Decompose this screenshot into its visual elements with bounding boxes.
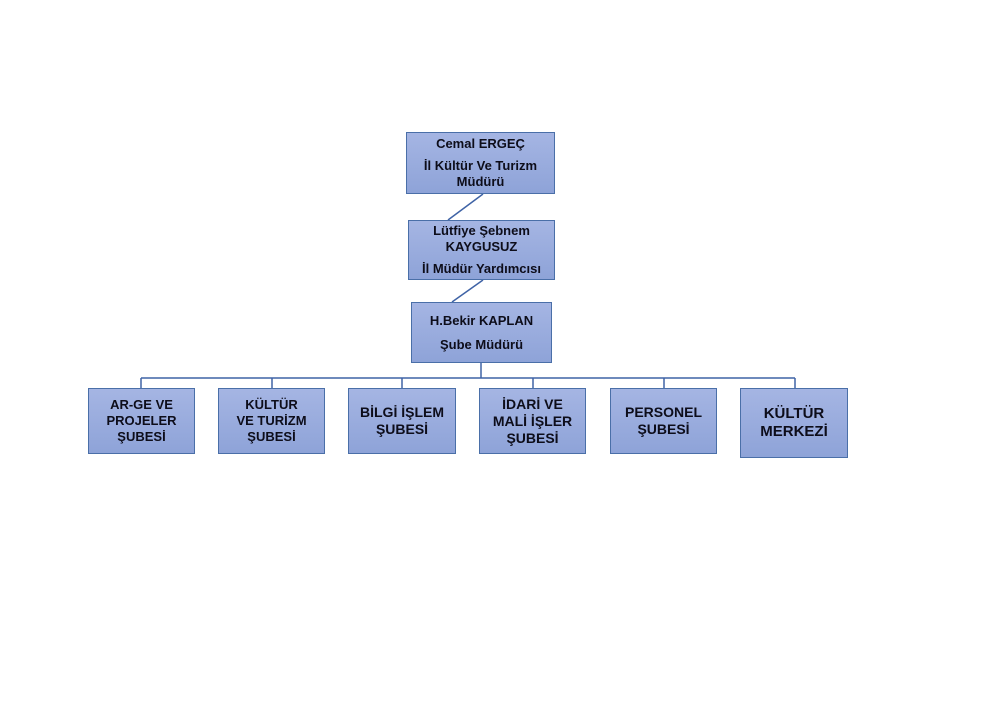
director-title: İl Kültür Ve Turizm Müdürü: [423, 158, 538, 189]
unit-box-kultur-turizm: KÜLTÜR VE TURİZM ŞUBESİ: [218, 388, 325, 454]
unit-label: KÜLTÜR MERKEZİ: [760, 405, 828, 440]
connector-deputy-manager: [451, 279, 484, 303]
director-box: Cemal ERGEÇ İl Kültür Ve Turizm Müdürü: [406, 132, 555, 194]
unit-box-bilgi-islem: BİLGİ İŞLEM ŞUBESİ: [348, 388, 456, 454]
unit-box-personel: PERSONEL ŞUBESİ: [610, 388, 717, 454]
unit-label: AR-GE VE PROJELER ŞUBESİ: [106, 397, 177, 444]
branch-manager-name: H.Bekir KAPLAN: [429, 312, 534, 328]
unit-label: PERSONEL ŞUBESİ: [624, 404, 702, 437]
deputy-title: İl Müdür Yardımcısı: [422, 261, 541, 276]
deputy-box: Lütfiye Şebnem KAYGUSUZ İl Müdür Yardımc…: [408, 220, 555, 280]
unit-box-kultur-merkezi: KÜLTÜR MERKEZİ: [740, 388, 848, 458]
branch-manager-title: Şube Müdürü: [439, 336, 524, 352]
director-name: Cemal ERGEÇ: [436, 136, 525, 151]
unit-box-idari-mali: İDARİ VE MALİ İŞLER ŞUBESİ: [479, 388, 586, 454]
unit-label: İDARİ VE MALİ İŞLER ŞUBESİ: [492, 395, 573, 446]
connector-director-deputy: [447, 193, 484, 221]
unit-label: KÜLTÜR VE TURİZM ŞUBESİ: [236, 397, 307, 444]
deputy-name: Lütfiye Şebnem KAYGUSUZ: [433, 223, 530, 254]
unit-label: BİLGİ İŞLEM ŞUBESİ: [360, 404, 444, 437]
unit-box-arge: AR-GE VE PROJELER ŞUBESİ: [88, 388, 195, 454]
branch-manager-box: H.Bekir KAPLAN Şube Müdürü: [411, 302, 552, 363]
